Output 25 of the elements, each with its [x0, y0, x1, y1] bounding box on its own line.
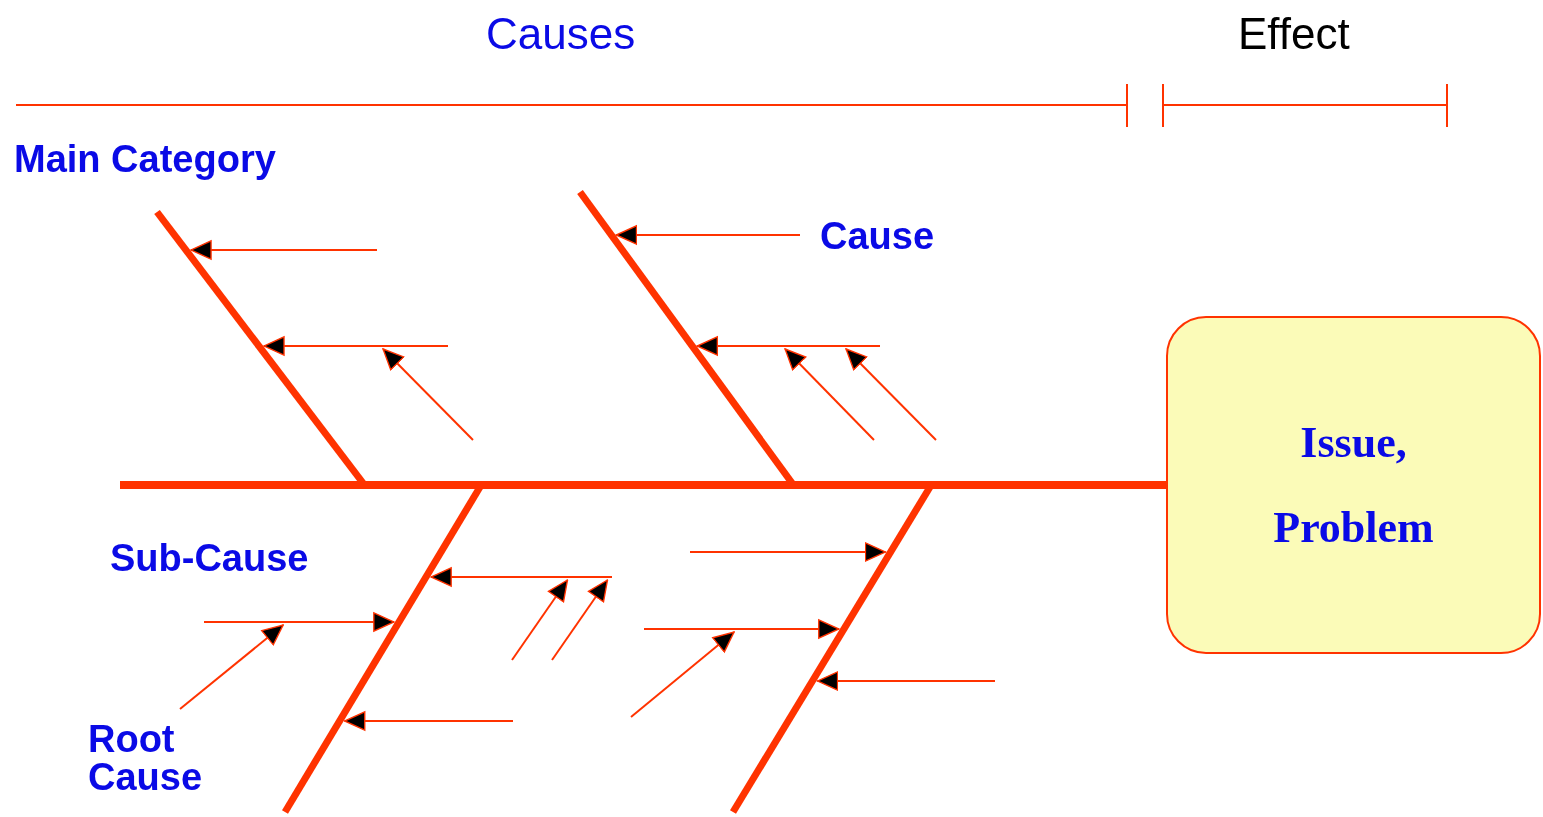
section-heading: Effect — [1238, 12, 1350, 56]
part-label: Main Category — [14, 140, 276, 178]
sub-cause-arrow — [845, 348, 937, 441]
section-heading: Causes — [486, 12, 636, 56]
cause-arrow — [689, 542, 887, 562]
cause-arrow — [643, 619, 840, 639]
cause-arrow — [696, 336, 881, 356]
effect-text: Issue, Problem — [1272, 417, 1435, 554]
sub-cause-arrow — [784, 348, 875, 441]
cause-arrow — [615, 225, 801, 245]
cause-arrow — [203, 612, 395, 632]
sub-cause-arrow — [179, 624, 285, 710]
effect-box — [1166, 316, 1541, 654]
sub-cause-arrow — [551, 579, 609, 661]
part-label: Cause — [820, 217, 935, 255]
sub-cause-arrow — [511, 579, 569, 661]
cause-arrow — [189, 240, 378, 260]
sub-cause-arrow — [630, 631, 736, 718]
sub-cause-arrow — [382, 348, 474, 441]
part-label: Sub-Cause — [110, 539, 309, 577]
cause-arrow — [430, 567, 613, 587]
cause-arrow — [262, 336, 449, 356]
cause-arrow — [343, 711, 514, 731]
part-label: Root Cause — [88, 720, 204, 796]
cause-arrow — [816, 671, 996, 691]
